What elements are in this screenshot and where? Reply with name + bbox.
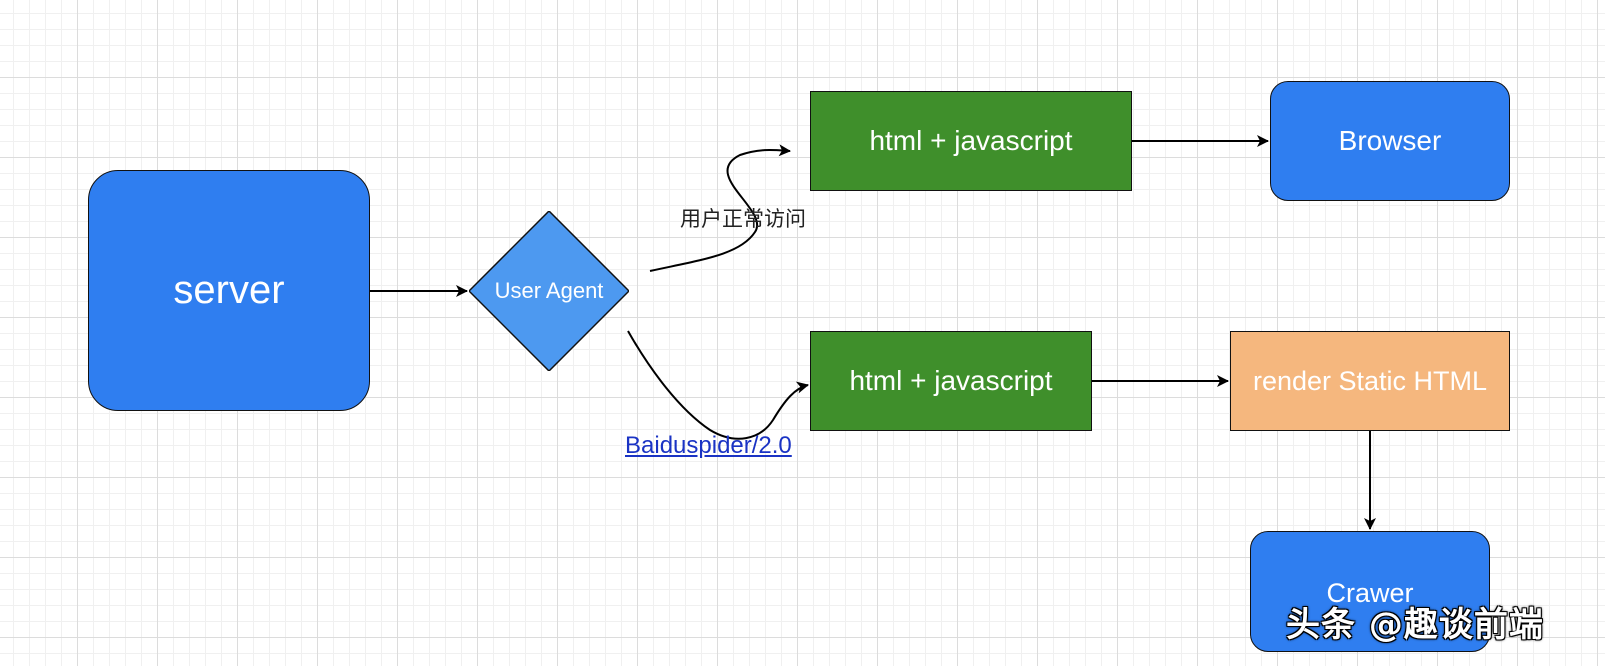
render-static-html-node: render Static HTML (1230, 331, 1510, 431)
user-agent-decision-node (469, 211, 629, 371)
normal-access-edge-label: 用户正常访问 (680, 208, 806, 231)
crawer-node: Crawer (1250, 531, 1490, 652)
browser-label: Browser (1338, 125, 1442, 156)
html-javascript-normal-node: html + javascript (810, 91, 1132, 191)
render-label: render Static HTML (1252, 365, 1488, 396)
crawer-label: Crawer (1326, 578, 1414, 608)
watermark-text: 头条 @趣谈前端 (1286, 605, 1544, 645)
html-bottom-label: html + javascript (849, 365, 1053, 396)
edge-user-agent-to-html-bottom (627, 330, 809, 440)
server-label: server (173, 268, 285, 312)
baiduspider-edge-link[interactable]: Baiduspider/2.0 (625, 432, 792, 459)
user-agent-label: User Agent (494, 278, 604, 303)
html-javascript-spider-node: html + javascript (810, 331, 1092, 431)
html-top-label: html + javascript (869, 125, 1073, 156)
server-node: server (88, 170, 370, 411)
browser-node: Browser (1270, 81, 1510, 201)
